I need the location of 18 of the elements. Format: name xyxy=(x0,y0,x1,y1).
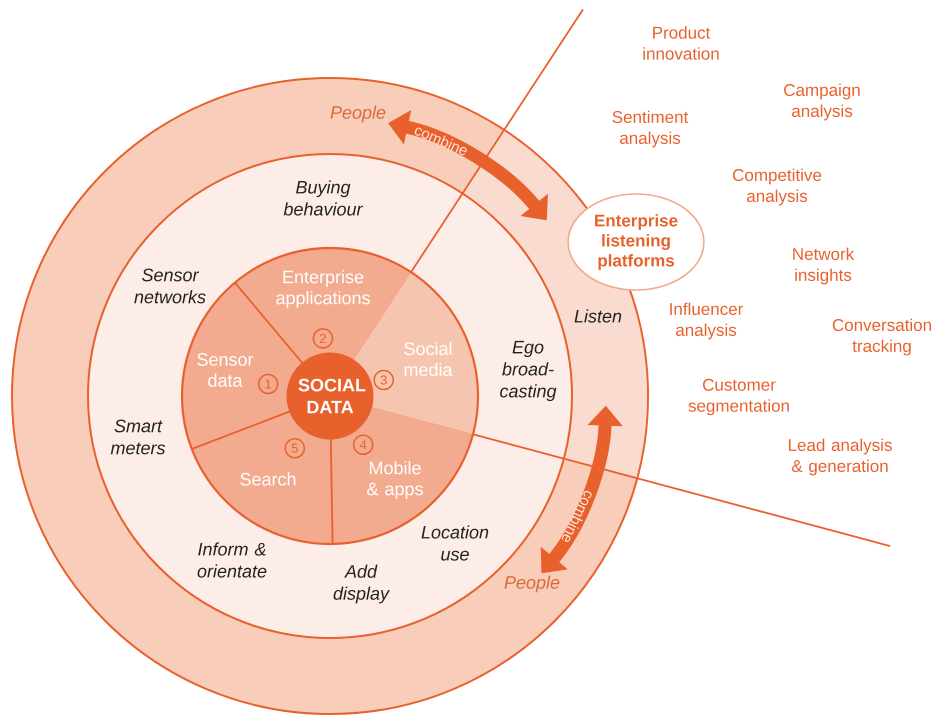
use-case-label: Influencer analysis xyxy=(670,302,744,340)
use-case-label: Campaign analysis xyxy=(784,84,860,120)
use-case-label: Sentiment analysis xyxy=(612,110,688,148)
ring-label: People xyxy=(504,576,560,592)
ring-label: Add display xyxy=(334,564,390,604)
ring-label: Smart meters xyxy=(110,420,166,454)
ring-label: People xyxy=(330,106,386,122)
use-case-label: Lead analysis & generation xyxy=(788,438,892,476)
use-case-label: Network insights xyxy=(793,248,854,284)
use-case-label: Competitive analysis xyxy=(733,168,822,206)
use-case-label: Conversation tracking xyxy=(832,318,931,356)
use-case-label: Customer segmentation xyxy=(688,378,789,416)
node-label: Search xyxy=(240,472,296,486)
ring-label: Ego broad-casting xyxy=(500,340,556,402)
ring-label: Buying behaviour xyxy=(284,180,364,216)
ring-label: Listen xyxy=(574,309,622,323)
ring-label: Inform & orientate xyxy=(198,542,266,578)
use-case-label: Product innovation xyxy=(643,26,719,60)
